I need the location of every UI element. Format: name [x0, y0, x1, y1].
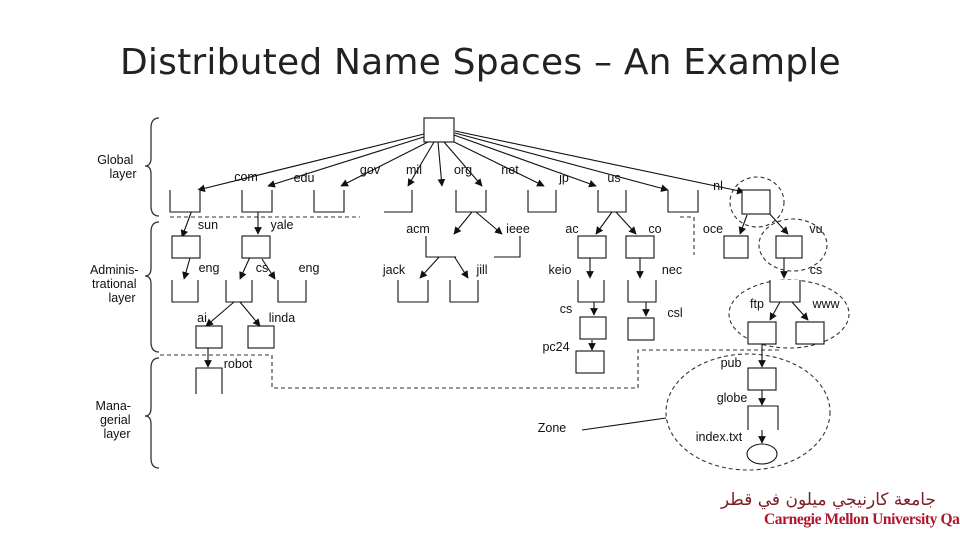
label-www: www — [811, 297, 840, 311]
admin-brace — [144, 221, 160, 353]
pub-node — [747, 367, 777, 391]
global-brace — [144, 117, 160, 217]
index-file-node — [746, 443, 778, 465]
mil-node — [384, 190, 413, 213]
label-index-txt: index.txt — [696, 430, 743, 444]
label-oce: oce — [703, 222, 723, 236]
label-cs-1: cs — [256, 261, 269, 275]
label-csl: csl — [667, 306, 682, 320]
label-keio: keio — [549, 263, 572, 277]
label-robot: robot — [224, 357, 253, 371]
logo-english-text: Carnegie Mellon University Qatar — [764, 511, 960, 528]
logo-arabic-text: جامعة كارنيجي ميلون في قطر — [720, 490, 936, 510]
label-acm: acm — [406, 222, 430, 236]
label-globe: globe — [717, 391, 748, 405]
cs-node-3 — [769, 280, 801, 303]
zone-pointer — [581, 417, 667, 431]
label-pub: pub — [721, 356, 742, 370]
nec-node — [627, 280, 657, 303]
label-com: com — [234, 170, 258, 184]
label-co: co — [648, 222, 661, 236]
label-sun: sun — [198, 218, 218, 232]
label-ai: ai — [197, 311, 207, 325]
layer-labels: Global layer Adminis- trational layer Ma… — [90, 153, 142, 441]
label-yale: yale — [271, 218, 294, 232]
label-mil: mil — [406, 163, 422, 177]
eng-node-1 — [171, 280, 199, 303]
edu-node — [241, 190, 273, 213]
label-nl: nl — [713, 179, 723, 193]
label-vu: vu — [809, 222, 822, 236]
globe-node — [747, 405, 779, 430]
label-gov: gov — [360, 163, 381, 177]
nl-node — [741, 189, 771, 215]
gov-node — [313, 190, 345, 213]
label-eng-2: eng — [299, 261, 320, 275]
sun-node — [171, 235, 201, 259]
com-node — [169, 190, 201, 213]
jack-node — [397, 280, 429, 303]
root-node — [423, 117, 455, 143]
label-ac: ac — [565, 222, 578, 236]
robot-node — [195, 367, 223, 394]
label-ftp: ftp — [750, 297, 764, 311]
ftp-node — [747, 321, 777, 345]
zone-vu — [758, 218, 828, 272]
layer-braces — [144, 117, 160, 469]
pc24-node — [575, 350, 605, 374]
acm-node — [425, 236, 456, 258]
label-edu: edu — [294, 171, 315, 185]
label-cs-3: cs — [810, 263, 823, 277]
oce-node — [723, 235, 749, 259]
label-cs-2: cs — [560, 302, 573, 316]
label-jack: jack — [382, 263, 406, 277]
us-node — [667, 190, 699, 213]
linda-node — [247, 325, 275, 349]
label-nec: nec — [662, 263, 682, 277]
label-linda: linda — [269, 311, 295, 325]
eng-node-2 — [277, 280, 307, 303]
label-zone: Zone — [538, 421, 567, 435]
boundaries — [160, 176, 850, 471]
vu-node — [775, 235, 803, 259]
label-jp: jp — [558, 171, 569, 185]
zone-globe — [665, 353, 831, 471]
global-admin-boundary — [170, 216, 695, 255]
cmu-qatar-logo: جامعة كارنيجي ميلون في قطر Carnegie Mell… — [721, 490, 960, 532]
csl-node — [627, 317, 655, 341]
jill-node — [449, 280, 479, 303]
label-ieee: ieee — [506, 222, 530, 236]
managerial-brace — [144, 357, 160, 469]
cs-node-1 — [225, 280, 253, 303]
keio-node — [577, 280, 605, 303]
label-us: us — [607, 171, 620, 185]
label-eng-1: eng — [199, 261, 220, 275]
yale-node — [241, 235, 271, 259]
label-net: net — [501, 163, 519, 177]
ieee-node — [494, 236, 521, 258]
label-pc24: pc24 — [542, 340, 569, 354]
layer-label-managerial: Mana- gerial layer — [96, 399, 135, 441]
net-node — [527, 190, 557, 213]
layer-label-global: Global layer — [97, 153, 137, 181]
admin-managerial-boundary — [160, 349, 780, 389]
slide-title: Distributed Name Spaces – An Example — [120, 42, 841, 83]
ai-node — [195, 325, 223, 349]
www-node — [795, 321, 825, 345]
tree-nodes — [169, 117, 825, 465]
cs-node-2 — [579, 316, 607, 340]
label-org: org — [454, 163, 472, 177]
label-jill: jill — [475, 263, 487, 277]
node-labels: com edu gov mil org net jp us nl sun yal… — [197, 163, 840, 444]
jp-node — [597, 190, 627, 213]
ac-node — [577, 235, 607, 259]
co-node — [625, 235, 655, 259]
layer-label-administrational: Adminis- trational layer — [90, 263, 142, 305]
tree-edges — [180, 130, 809, 444]
org-node — [455, 190, 487, 213]
zone-nl — [729, 176, 785, 228]
